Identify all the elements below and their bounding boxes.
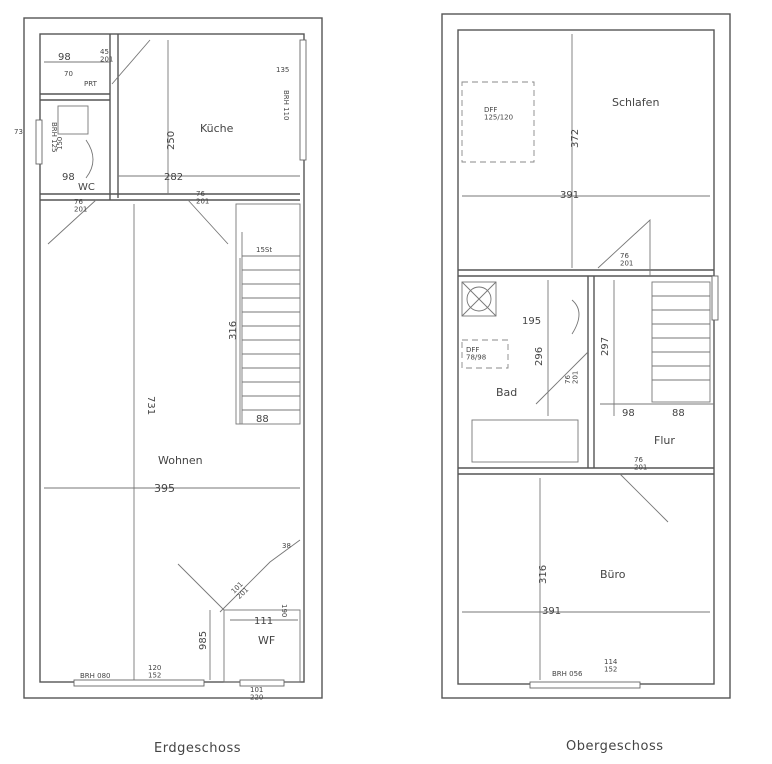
ground-door-kitchen-swing — [187, 199, 229, 245]
dim-brh080: BRH 080 — [80, 672, 111, 680]
dim-88: 88 — [256, 414, 269, 425]
ground-window-kitchen — [299, 39, 307, 161]
dim-190: 190 — [280, 604, 288, 617]
dim-brh125: BRH 125 — [50, 122, 58, 153]
upper-door-office-swing — [619, 473, 669, 523]
room-label-living: Wohnen — [158, 454, 203, 467]
ground-stair-treads — [241, 232, 300, 424]
ground-wc-basin — [85, 139, 94, 179]
dim-76-201-bath: 76201 — [564, 371, 580, 384]
dim-296: 296 — [534, 347, 545, 366]
dim-98-top: 98 — [58, 52, 71, 63]
ground-wc-fixture — [57, 105, 89, 135]
dim-250: 250 — [166, 131, 177, 150]
upper-window-stair — [711, 275, 719, 321]
dim-70: 70 — [64, 70, 73, 78]
upper-stair-treads — [652, 295, 710, 381]
ground-wf-door-leaf — [177, 563, 225, 611]
upper-outer-wall-outer — [441, 13, 731, 699]
dim-297: 297 — [600, 337, 611, 356]
upper-bathtub — [471, 419, 579, 463]
dim-731: 731 — [145, 396, 156, 415]
ground-window-living — [73, 679, 205, 687]
upper-door-bath-swing — [535, 351, 589, 405]
upper-bath-shaft — [461, 281, 497, 317]
room-label-wc: WC — [78, 182, 95, 193]
caption-upper-floor: Obergeschoss — [566, 739, 664, 754]
room-label-bath: Bad — [496, 386, 517, 399]
room-label-hall: Flur — [654, 434, 675, 447]
dim-brh056: BRH 056 — [552, 670, 583, 678]
dim-316: 316 — [228, 321, 239, 340]
upper-outer-wall-inner — [457, 29, 715, 685]
dim-111: 111 — [254, 616, 273, 627]
dim-98-wc: 98 — [62, 172, 75, 183]
room-label-sleep: Schlafen — [612, 96, 659, 109]
upper-floor-plan — [441, 13, 731, 699]
ground-door-bottom — [239, 679, 285, 687]
label-prt: PRT — [84, 80, 98, 88]
dim-372: 372 — [570, 129, 581, 148]
ground-outer-wall-outer — [23, 17, 323, 699]
dim-195: 195 — [522, 316, 541, 327]
dim-101-201: 101201 — [230, 580, 251, 601]
ground-door-kitchen-top — [111, 39, 151, 85]
dim-985: 985 — [198, 631, 209, 650]
room-label-office: Büro — [600, 568, 626, 581]
dim-391-top: 391 — [560, 190, 579, 201]
dim-150: 150 — [56, 137, 64, 150]
dim-98: 98 — [622, 408, 635, 419]
upper-window-office — [529, 681, 641, 689]
ground-door-wf-swing — [219, 539, 301, 613]
dim-316-office: 316 — [538, 565, 549, 584]
label-steps: 15St — [256, 246, 272, 254]
dim-391-bottom: 391 — [542, 606, 561, 617]
ground-floor-plan — [23, 17, 323, 699]
caption-ground-floor: Erdgeschoss — [154, 741, 241, 756]
room-label-kitchen: Küche — [200, 122, 234, 135]
dim-38: 38 — [282, 542, 291, 550]
ground-door-wc-swing — [47, 199, 97, 245]
ground-stair-block — [235, 203, 301, 425]
upper-stair-block — [651, 281, 711, 403]
dim-135: 135 — [276, 66, 289, 74]
dim-brh110: BRH 110 — [282, 90, 290, 121]
upper-bath-basin — [571, 299, 580, 335]
ground-window-wc — [35, 119, 43, 165]
dim-395: 395 — [154, 482, 175, 495]
dim-73: 73 — [14, 128, 23, 136]
dim-282: 282 — [164, 172, 183, 183]
room-label-wf: WF — [258, 634, 275, 647]
dim-88: 88 — [672, 408, 685, 419]
upper-roof-window-sleep — [461, 81, 535, 163]
upper-door-sleep-swing — [597, 218, 651, 276]
upper-roof-window-bath — [461, 339, 509, 369]
